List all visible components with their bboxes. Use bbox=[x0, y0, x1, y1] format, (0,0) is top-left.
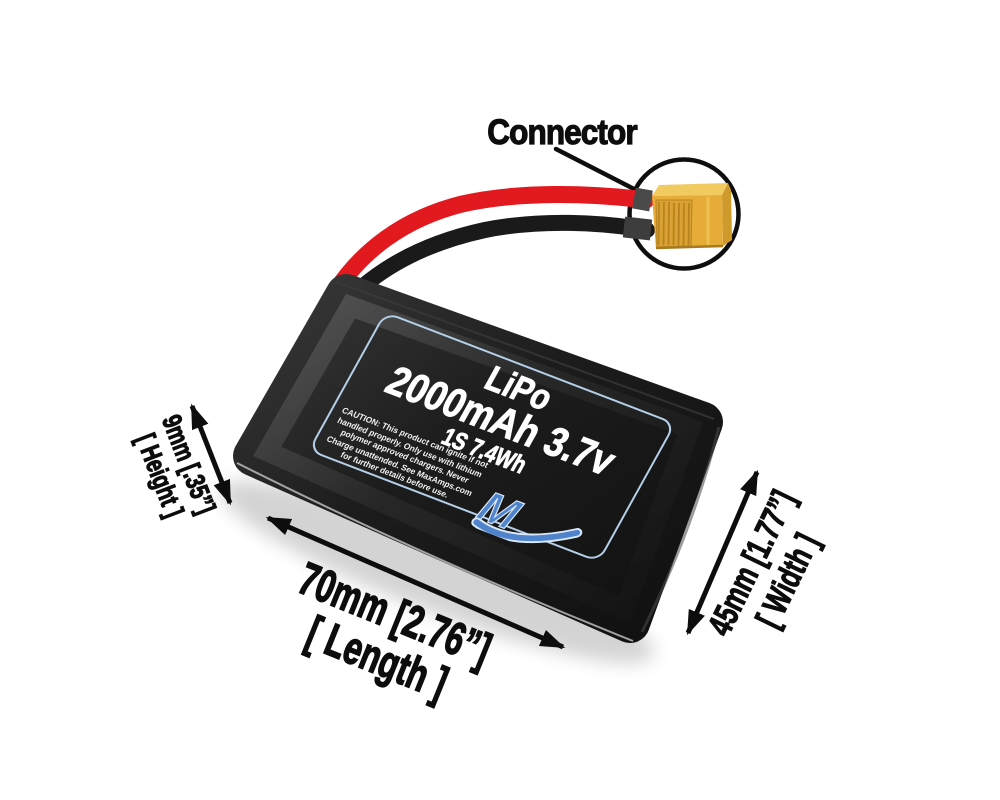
heat-shrink-black bbox=[622, 216, 653, 241]
connector-pointer-line bbox=[553, 146, 639, 193]
battery-body bbox=[233, 274, 723, 643]
xt60-bottom-edge bbox=[655, 244, 724, 250]
heat-shrink-red bbox=[632, 187, 653, 212]
battery-sheen bbox=[233, 274, 723, 643]
battery-top-edge-highlight bbox=[335, 281, 715, 420]
red-wire bbox=[328, 186, 655, 298]
connector-circle bbox=[627, 157, 741, 271]
width-arrow bbox=[685, 469, 760, 636]
black-wire bbox=[343, 214, 655, 305]
length-arrow bbox=[265, 515, 566, 650]
xt60-side-face bbox=[722, 183, 732, 246]
xt60-connector-icon bbox=[652, 183, 732, 250]
height-arrow bbox=[189, 403, 233, 506]
connector-callout-label: Connector bbox=[487, 112, 638, 152]
battery-right-edge-highlight bbox=[640, 426, 721, 633]
xt60-grip-ribs bbox=[657, 201, 690, 247]
xt60-top-face bbox=[652, 183, 728, 196]
